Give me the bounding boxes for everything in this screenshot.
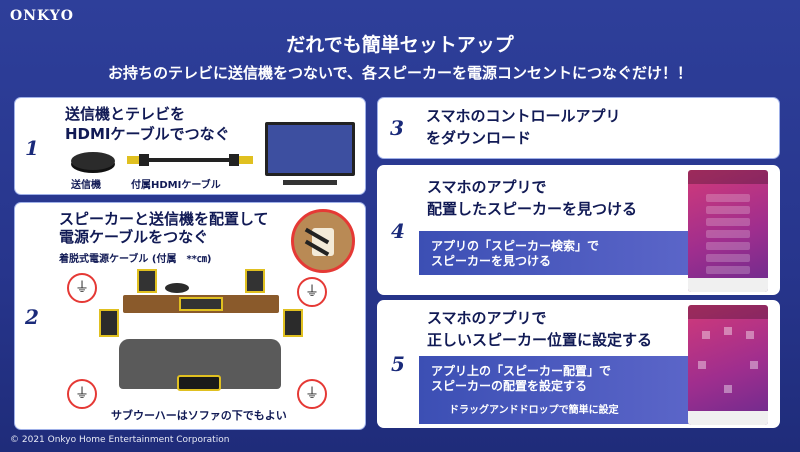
step-2-line-1: スピーカーと送信機を配置して [59, 210, 269, 228]
step-2-card: 2 スピーカーと送信機を配置して 電源ケーブルをつなぐ 着脱式電源ケーブル (付… [14, 202, 366, 430]
plug-icon: ⏚ [67, 379, 97, 409]
step-1-number: 1 [25, 136, 39, 160]
transmitter-label: 送信機 [71, 180, 101, 191]
copyright-text: © 2021 Onkyo Home Entertainment Corporat… [10, 435, 230, 445]
outlet-photo-icon [291, 209, 355, 273]
step-4-card: 4 スマホのアプリで 配置したスピーカーを見つける アプリの「スピーカー検索」で… [377, 165, 780, 295]
step-1-line-1: 送信機とテレビを [65, 105, 186, 123]
surround-left-speaker-icon [99, 309, 119, 337]
step-5-note: アプリ上の「スピーカー配置」で スピーカーの配置を設定する ドラッグアンドドロッ… [419, 356, 699, 424]
app-speaker-placement-screenshot [688, 305, 768, 425]
page-title: だれでも簡単セットアップ [286, 34, 514, 56]
step-4-line-1: スマホのアプリで [427, 178, 547, 196]
tv-icon [265, 122, 355, 185]
step-3-line-1: スマホのコントロールアプリ [426, 107, 621, 125]
step-4-note-line-1: アプリの「スピーカー検索」で [431, 239, 600, 253]
brand-logo: ONKYO [10, 8, 74, 24]
subwoofer-icon [177, 375, 221, 391]
plug-icon: ⏚ [297, 277, 327, 307]
page-subtitle: お持ちのテレビに送信機をつないで、各スピーカーを電源コンセントにつなぐだけ！！ [108, 64, 692, 82]
step-3-number: 3 [390, 116, 404, 140]
step-1-line-2: HDMIケーブルでつなぐ [65, 125, 230, 143]
plug-icon: ⏚ [67, 273, 97, 303]
step-5-line-2: 正しいスピーカー位置に設定する [427, 331, 653, 349]
step-5-card: 5 スマホのアプリで 正しいスピーカー位置に設定する アプリ上の「スピーカー配置… [377, 300, 780, 428]
step-5-note-line-2: スピーカーの配置を設定する [431, 379, 588, 393]
step-3-card: 3 スマホのコントロールアプリ をダウンロード [377, 97, 780, 159]
step-5-number: 5 [391, 352, 405, 376]
power-cable-note: 着脱式電源ケーブル (付属 **㎝) [59, 254, 212, 265]
hdmi-cable-label: 付属HDMIケーブル [131, 180, 221, 191]
step-2-line-2: 電源ケーブルをつなぐ [59, 228, 209, 246]
step-4-note: アプリの「スピーカー検索」で スピーカーを見つける [419, 231, 699, 275]
transmitter-icon [165, 283, 189, 293]
step-5-line-1: スマホのアプリで [427, 309, 547, 327]
front-left-speaker-icon [137, 269, 157, 293]
step-4-number: 4 [391, 219, 405, 243]
step-2-number: 2 [25, 305, 39, 329]
plug-icon: ⏚ [297, 379, 327, 409]
center-speaker-icon [179, 297, 223, 311]
step-5-note-extra: ドラッグアンドドロップで簡単に設定 [449, 405, 619, 416]
hdmi-cable-icon [127, 154, 253, 166]
app-speaker-search-screenshot [688, 170, 768, 292]
transmitter-icon [71, 152, 115, 170]
front-right-speaker-icon [245, 269, 265, 293]
step-1-card: 1 送信機とテレビを HDMIケーブルでつなぐ 送信機 付属HDMIケーブル [14, 97, 366, 195]
subwoofer-note: サブウーハーはソファの下でもよい [111, 409, 287, 422]
surround-right-speaker-icon [283, 309, 303, 337]
step-5-note-line-1: アプリ上の「スピーカー配置」で [431, 364, 612, 378]
step-3-line-2: をダウンロード [426, 129, 532, 147]
step-4-line-2: 配置したスピーカーを見つける [427, 200, 638, 218]
step-4-note-line-2: スピーカーを見つける [431, 254, 552, 268]
